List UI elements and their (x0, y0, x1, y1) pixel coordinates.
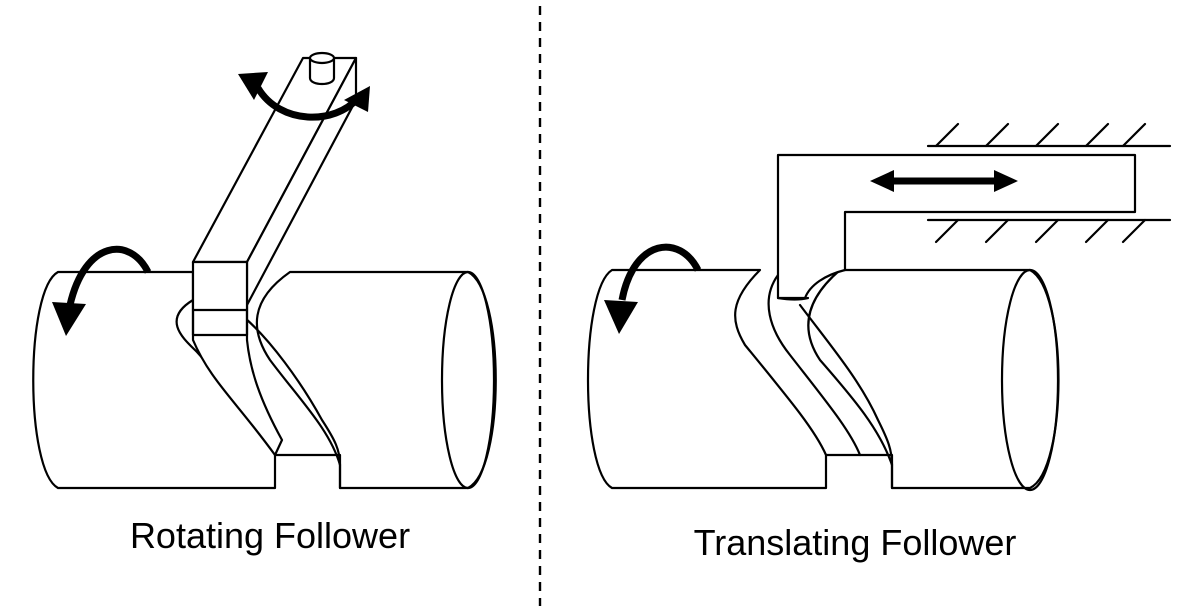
right-cam-rotation-arrow (618, 243, 702, 301)
translation-arrow-head-left (870, 170, 894, 192)
left-cylinder-end-face (440, 270, 496, 490)
rotating-follower-block (191, 260, 249, 312)
translating-follower-figure (586, 122, 1172, 492)
rotating-follower-pivot-pin (308, 56, 336, 86)
arm-rotation-arrow-head-left (238, 72, 268, 100)
translating-follower-body (776, 153, 1137, 300)
rotating-follower-roller (191, 298, 284, 457)
translating-follower-tip (776, 296, 810, 301)
arm-rotation-arrow-head-right (344, 86, 370, 112)
rotating-follower-block-base (191, 308, 249, 337)
right-groove-outer-wall (767, 273, 862, 457)
left-groove-bottom (273, 453, 342, 490)
right-groove-inner-wall (798, 303, 894, 467)
translation-arrow-head-right (994, 170, 1018, 192)
arm-rotation-arrow (254, 86, 361, 121)
left-cam-rotation-arrow-head (52, 302, 86, 336)
translating-follower-caption: Translating Follower (693, 522, 1017, 563)
right-cam-rotation-arrow-head (604, 300, 638, 334)
lower-rail-hatching (934, 218, 1147, 244)
left-cam-rotation-arrow (66, 245, 152, 306)
right-cylinder-left-section (586, 268, 828, 490)
right-cylinder-end-face (1000, 268, 1060, 492)
right-groove-bottom (824, 453, 894, 490)
rotating-follower-figure (32, 51, 497, 490)
upper-rail-hatching (934, 122, 1147, 148)
rotating-follower-caption: Rotating Follower (129, 515, 411, 556)
left-groove-inner-wall (243, 316, 342, 467)
rotating-follower-pivot-pin-top (308, 51, 336, 65)
